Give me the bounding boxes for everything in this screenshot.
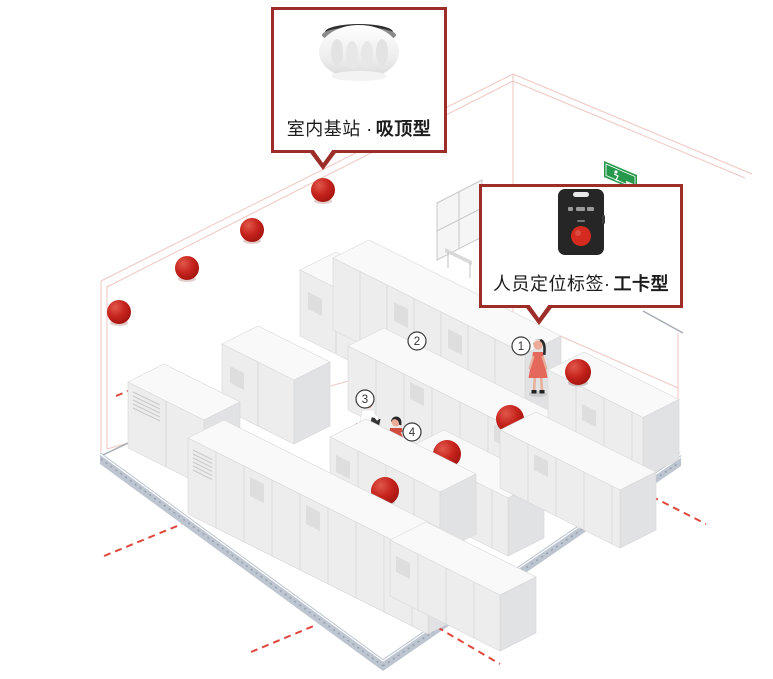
label-prefix: 人员定位标签· (493, 274, 611, 294)
person-marker-1: 1 (511, 336, 531, 356)
person-markers: 1 2 3 4 (355, 331, 531, 442)
label-bold: 工卡型 (613, 274, 669, 294)
callout-badge-tag-label: 人员定位标签·工卡型 (493, 270, 669, 305)
anchor-dot (311, 178, 335, 202)
marker-number: 1 (518, 341, 524, 353)
marker-number: 4 (409, 427, 416, 439)
server-rack-row (221, 325, 331, 445)
marker-number: 3 (362, 394, 368, 406)
anchor-dot (175, 256, 199, 280)
callout-badge-tag: 人员定位标签·工卡型 (479, 184, 683, 325)
id-badge-device-icon (546, 187, 616, 259)
callout-pointer-inner (529, 304, 549, 318)
callout-pointer-inner (313, 149, 333, 163)
label-bold: 吸顶型 (375, 119, 432, 139)
anchor-dot (240, 218, 264, 242)
server-rack-row (389, 521, 537, 652)
person-marker-2: 2 (407, 331, 427, 351)
server-rack-row (499, 411, 657, 549)
wall-anchor-dots (107, 178, 335, 326)
label-prefix: 室内基站 · (286, 119, 373, 139)
person-marker-4: 4 (402, 422, 422, 442)
callout-base-station: 室内基站 ·吸顶型 (271, 7, 447, 170)
glass-partition (436, 179, 483, 278)
person-1 (528, 339, 548, 397)
ceiling-dome-device-icon (299, 10, 419, 94)
anchor-dot (565, 359, 591, 385)
anchor-dot (107, 300, 131, 324)
person-marker-3: 3 (355, 389, 375, 409)
marker-number: 2 (414, 336, 420, 348)
callout-base-station-label: 室内基站 ·吸顶型 (287, 115, 432, 150)
